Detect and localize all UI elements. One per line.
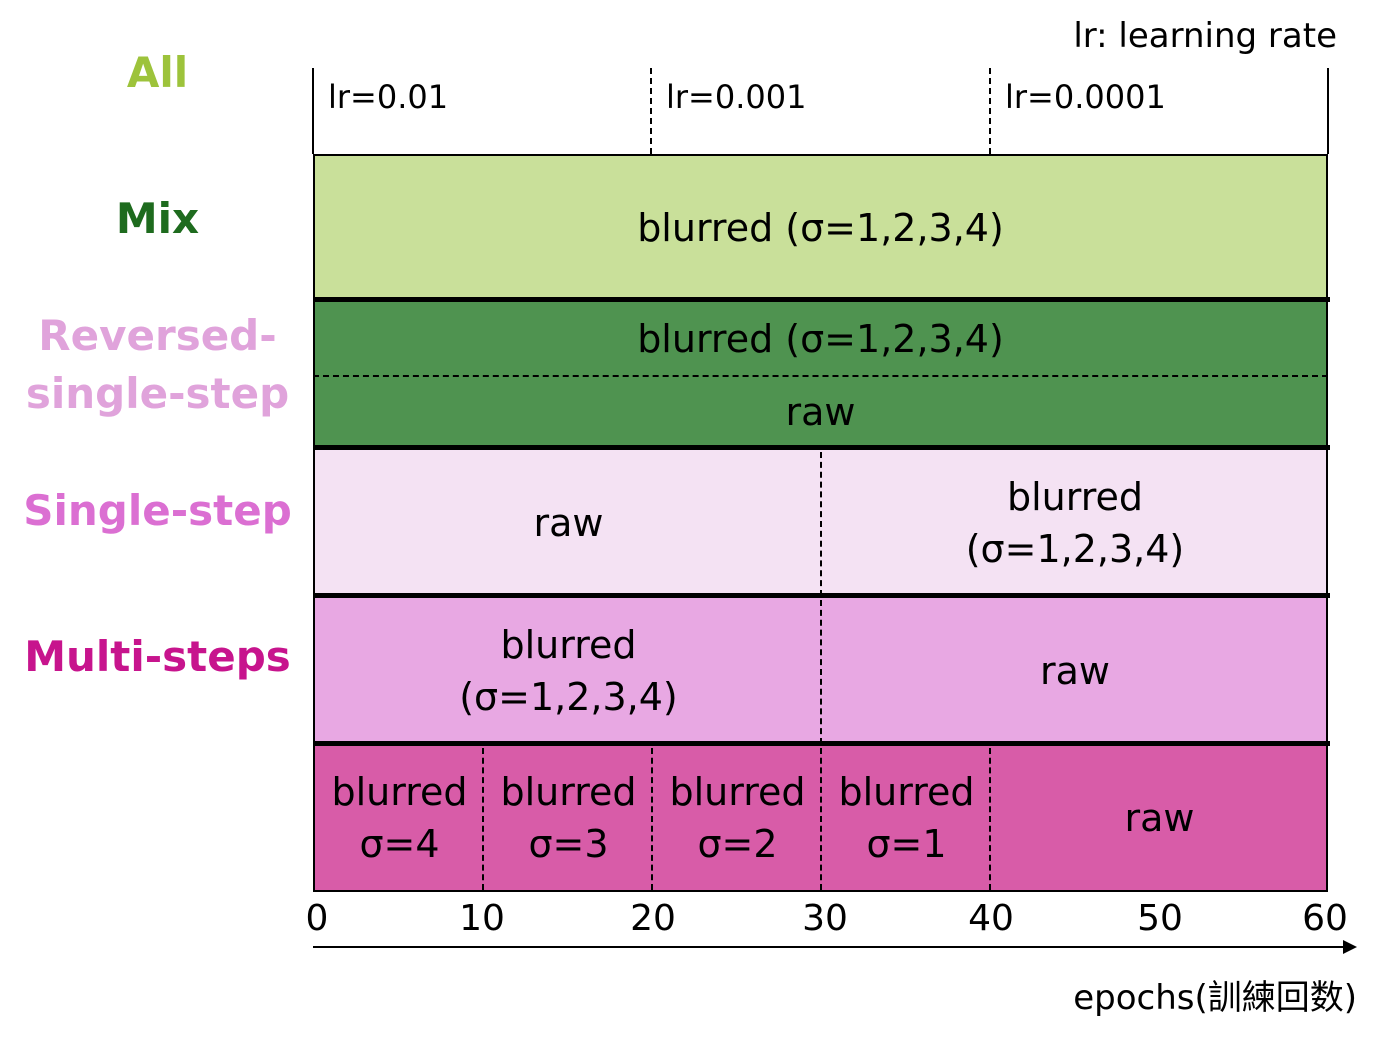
axis-tick-30: 30 — [802, 898, 848, 939]
row-label-reversed-line1: Reversed- — [38, 311, 277, 360]
cell-reversed-right-line2: (σ=1,2,3,4) — [965, 527, 1185, 571]
reversed-divider — [820, 452, 822, 596]
legend-text: lr: learning rate — [1073, 16, 1337, 56]
lr-phase-2: lr=0.001 — [666, 78, 807, 116]
row-label-reversed-line2: single-step — [25, 369, 290, 418]
lr-phase-1: lr=0.01 — [328, 78, 449, 116]
lr-divider-2 — [989, 68, 991, 154]
cell-reversed-right: blurred (σ=1,2,3,4) — [822, 450, 1328, 596]
row-label-single-text: Single-step — [23, 486, 292, 535]
cell-reversed-left: raw — [315, 450, 822, 596]
cell-multi-3-line2: σ=2 — [697, 822, 778, 866]
lr-phase-3: lr=0.0001 — [1005, 78, 1166, 116]
axis-tick-50: 50 — [1137, 898, 1183, 939]
cell-single-left-line1: blurred — [500, 623, 637, 667]
row-label-mix-text: Mix — [115, 194, 200, 243]
multi-divider-1 — [482, 748, 484, 890]
cell-multi-4-line2: σ=1 — [866, 822, 947, 866]
cell-multi-1: blurred σ=4 — [315, 746, 484, 890]
row-label-multi-text: Multi-steps — [24, 632, 291, 681]
separator-3 — [313, 593, 1330, 598]
row-label-mix: Mix — [0, 146, 315, 292]
epoch-axis-line — [313, 946, 1353, 948]
mix-dashed-divider — [313, 375, 1328, 377]
lr-divider-1 — [650, 68, 652, 154]
epoch-axis-arrowhead-icon — [1343, 940, 1357, 954]
multi-divider-4 — [989, 748, 991, 890]
cell-multi-5: raw — [991, 746, 1328, 890]
row-label-multi: Multi-steps — [0, 584, 315, 730]
cell-reversed-left-text: raw — [533, 501, 604, 545]
cell-multi-1-line2: σ=4 — [359, 822, 440, 866]
cell-multi-5-line1: raw — [1124, 796, 1195, 840]
cell-multi-2-line1: blurred — [500, 770, 637, 814]
cell-mix-bottom-text: raw — [785, 390, 856, 434]
multi-divider-3 — [820, 748, 822, 890]
separator-2 — [313, 445, 1330, 450]
cell-multi-4: blurred σ=1 — [822, 746, 991, 890]
epoch-axis-label: epochs(訓練回数) — [1073, 978, 1357, 1018]
cell-single-right-text: raw — [1040, 649, 1110, 693]
axis-tick-10: 10 — [459, 898, 505, 939]
cell-multi-3: blurred σ=2 — [653, 746, 822, 890]
cell-multi-4-line1: blurred — [838, 770, 975, 814]
cell-mix-top-text: blurred (σ=1,2,3,4) — [637, 317, 1004, 361]
axis-tick-20: 20 — [630, 898, 676, 939]
cell-multi-2-line2: σ=3 — [528, 822, 609, 866]
single-divider — [820, 600, 822, 744]
cell-mix-bottom: raw — [315, 376, 1326, 448]
axis-tick-40: 40 — [968, 898, 1014, 939]
cell-reversed-right-line1: blurred — [1006, 475, 1143, 519]
cell-multi-2: blurred σ=3 — [484, 746, 653, 890]
cell-single-left: blurred (σ=1,2,3,4) — [315, 598, 822, 744]
separator-4 — [313, 741, 1330, 746]
row-label-single: Single-step — [0, 438, 315, 584]
cell-mix-top: blurred (σ=1,2,3,4) — [315, 302, 1326, 376]
cell-multi-1-line1: blurred — [331, 770, 468, 814]
axis-tick-60: 60 — [1302, 898, 1348, 939]
cell-all: blurred (σ=1,2,3,4) — [315, 156, 1326, 300]
row-label-all-text: All — [126, 48, 189, 97]
multi-divider-2 — [651, 748, 653, 890]
lr-left-border — [312, 68, 314, 154]
cell-all-text: blurred (σ=1,2,3,4) — [637, 206, 1004, 250]
cell-single-left-line2: (σ=1,2,3,4) — [459, 675, 678, 719]
lr-right-border — [1327, 68, 1329, 154]
axis-tick-0: 0 — [305, 898, 329, 939]
separator-1 — [313, 297, 1330, 302]
row-label-all: All — [0, 0, 315, 146]
cell-single-right: raw — [822, 598, 1328, 744]
cell-multi-3-line1: blurred — [669, 770, 806, 814]
row-label-reversed: Reversed- single-step — [0, 292, 315, 438]
band-all: blurred (σ=1,2,3,4) — [313, 154, 1328, 300]
